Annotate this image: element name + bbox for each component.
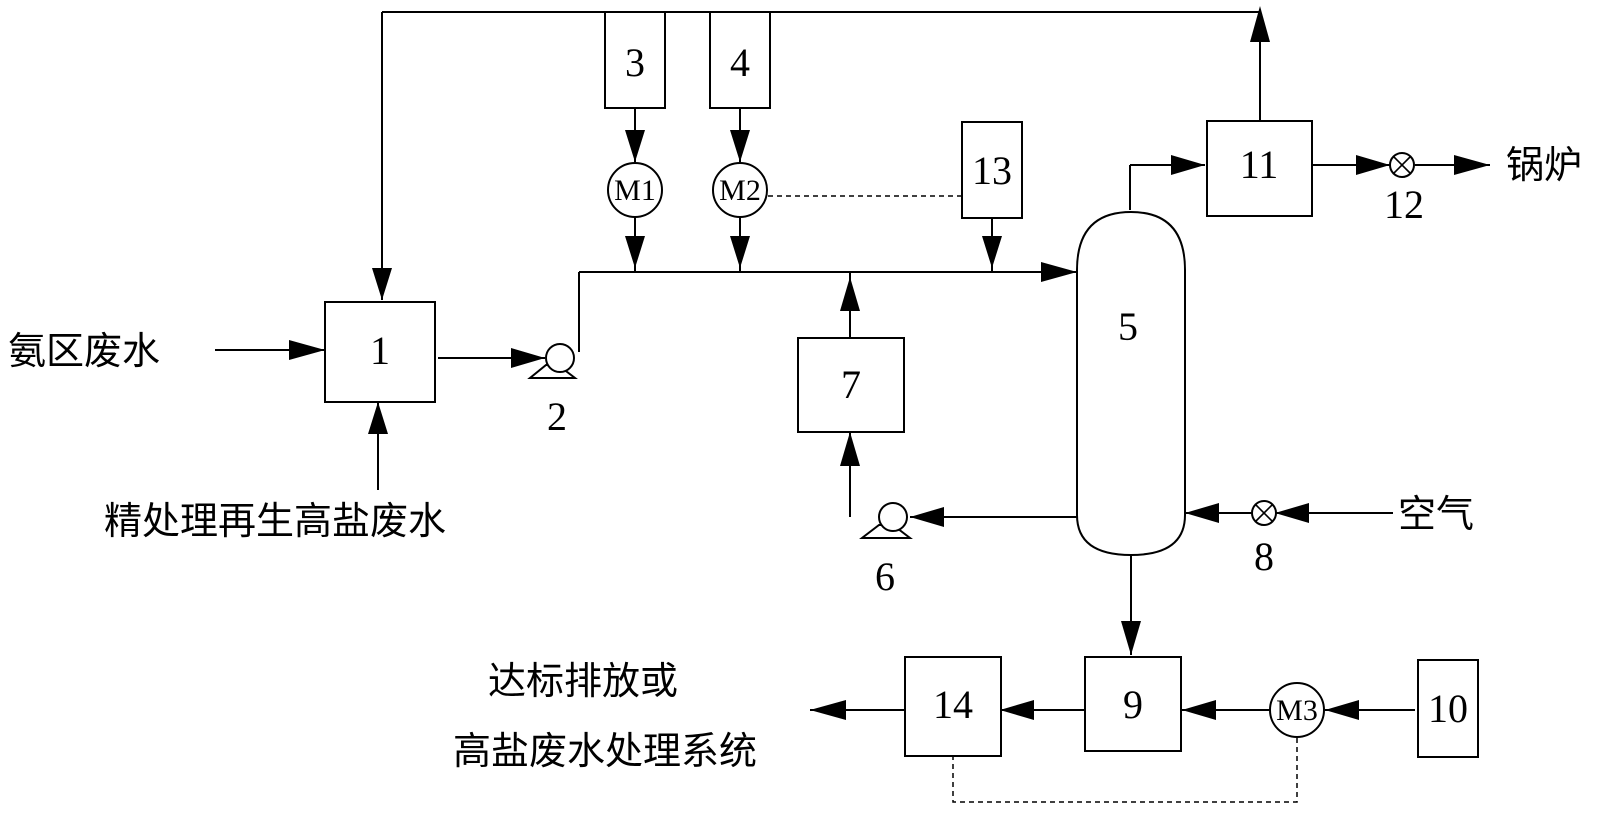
unit-5-label: 5 — [1118, 304, 1138, 349]
unit-1: 1 — [324, 301, 436, 403]
arrowhead-air-to-8 — [1275, 503, 1309, 523]
arrowhead-highsalt-into-1 — [368, 402, 388, 434]
label-ammonia-wastewater: 氨区废水 — [8, 329, 160, 373]
unit-9: 9 — [1084, 656, 1182, 752]
arrowhead-into-1-top — [372, 268, 392, 300]
unit-7: 7 — [797, 337, 905, 433]
unit-1-label: 1 — [370, 328, 390, 373]
arrowhead-10-to-m3 — [1325, 700, 1359, 720]
unit-10-label: 10 — [1428, 686, 1468, 731]
arrowhead-8-to-5 — [1185, 503, 1219, 523]
label-boiler: 锅炉 — [1506, 143, 1582, 187]
arrowhead-13-to-header — [982, 236, 1002, 268]
pump-6-label: 6 — [875, 554, 895, 599]
arrowhead-top-up — [1250, 6, 1270, 42]
unit-4: 4 — [709, 11, 771, 109]
label-high-salt-wastewater: 精处理再生高盐废水 — [104, 499, 446, 543]
label-discharge-line2: 高盐废水处理系统 — [453, 729, 757, 773]
arrowhead-9-to-14 — [1000, 700, 1034, 720]
meter-m1-label: M1 — [614, 174, 656, 207]
arrowhead-3-to-m1 — [625, 130, 645, 162]
valve-12: 12 — [1384, 152, 1424, 227]
unit-10: 10 — [1417, 659, 1479, 758]
valve-8: 8 — [1251, 500, 1277, 579]
arrowhead-7-to-header — [840, 277, 860, 311]
meter-m2-label: M2 — [719, 174, 761, 207]
unit-4-label: 4 — [730, 40, 750, 85]
arrowhead-5-to-9 — [1121, 621, 1141, 655]
unit-11-label: 11 — [1240, 142, 1279, 187]
unit-3: 3 — [604, 11, 666, 109]
unit-3-label: 3 — [625, 40, 645, 85]
label-air: 空气 — [1398, 492, 1474, 536]
arrowhead-5-to-pump6 — [910, 507, 944, 527]
unit-14: 14 — [904, 656, 1002, 757]
valve-12-label: 12 — [1384, 182, 1424, 227]
dashed-m3-to-14 — [952, 738, 1298, 803]
unit-7-label: 7 — [841, 362, 861, 407]
arrowhead-to-boiler — [1454, 155, 1490, 175]
meter-m1: M1 — [607, 162, 663, 218]
unit-5-column: 5 — [1076, 210, 1186, 557]
arrowhead-into-pump2 — [511, 348, 545, 368]
label-discharge-line1: 达标排放或 — [488, 659, 678, 703]
arrowhead-14-to-out — [810, 700, 846, 720]
unit-9-label: 9 — [1123, 682, 1143, 727]
arrowhead-pump6-to-7 — [840, 432, 860, 466]
unit-13: 13 — [961, 121, 1023, 219]
arrowhead-m1-to-header — [625, 236, 645, 268]
arrowhead-ammonia-into-1 — [289, 340, 325, 360]
arrowheads — [289, 6, 1490, 720]
arrowhead-4-to-m2 — [730, 130, 750, 162]
pump-6: 6 — [859, 502, 913, 599]
arrowhead-into-11 — [1171, 155, 1205, 175]
meter-m3: M3 — [1269, 682, 1325, 738]
meter-m2: M2 — [712, 162, 768, 218]
pump-2-label: 2 — [547, 394, 567, 439]
unit-11: 11 — [1206, 120, 1313, 217]
meter-m3-label: M3 — [1276, 694, 1318, 727]
unit-14-label: 14 — [933, 682, 973, 727]
arrowhead-m3-to-9 — [1182, 700, 1216, 720]
valve-8-label: 8 — [1254, 534, 1274, 579]
arrowhead-m2-to-header — [730, 236, 750, 268]
arrowhead-11-to-12 — [1356, 155, 1390, 175]
arrowhead-header-into-5 — [1041, 262, 1077, 282]
pump-2: 2 — [527, 343, 578, 439]
unit-13-label: 13 — [972, 148, 1012, 193]
